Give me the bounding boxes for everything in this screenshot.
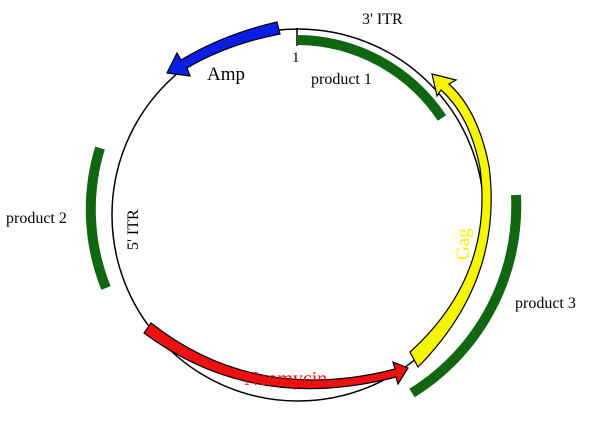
amp-arrow [166, 21, 281, 77]
amp-label: Amp [207, 64, 245, 85]
neomycin-label: Neomycin [244, 368, 327, 390]
itr5-label: 5' ITR [125, 209, 142, 250]
itr3-label: 3' ITR [362, 11, 403, 28]
origin-label: 1 [292, 50, 300, 66]
gag-arrow [409, 73, 492, 369]
product-2-arc [85, 146, 111, 290]
gag-label: Gag [453, 228, 474, 260]
product-3-label: product 3 [515, 295, 576, 312]
product-3-arc [409, 194, 522, 398]
product-1-arc [297, 35, 447, 121]
neomycin-arrow [143, 322, 409, 390]
product-1-label: product 1 [311, 71, 372, 88]
product-2-label: product 2 [6, 210, 67, 227]
